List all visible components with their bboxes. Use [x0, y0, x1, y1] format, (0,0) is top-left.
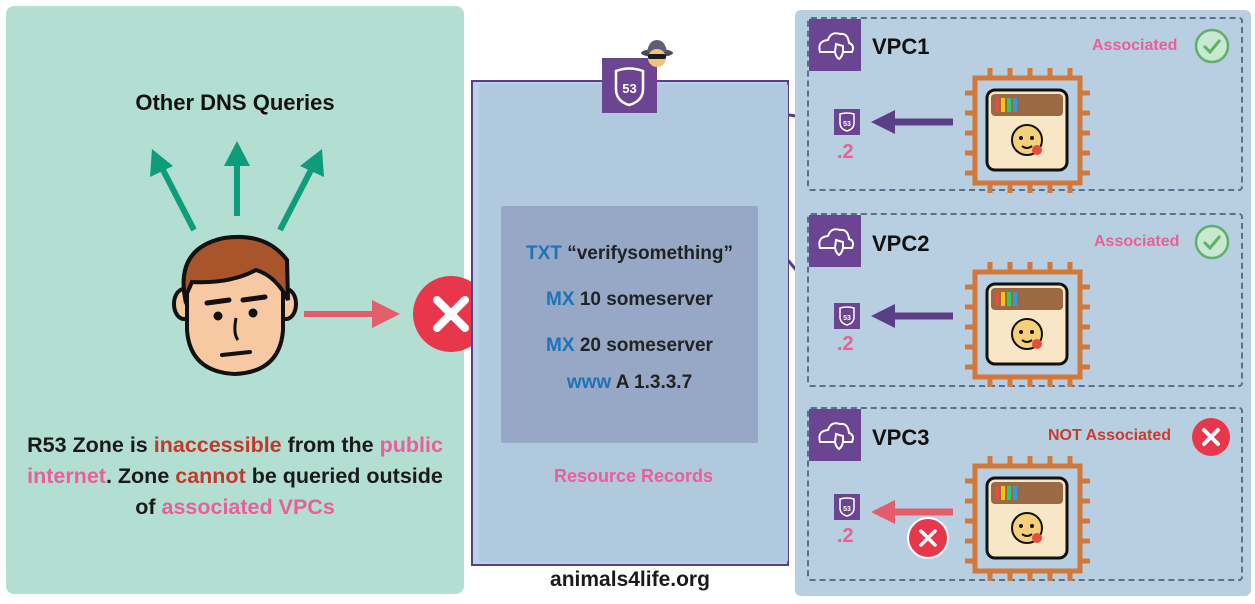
other-dns-queries-heading: Other DNS Queries: [135, 90, 335, 115]
ec2-chip-icon: [965, 456, 1090, 581]
caption-part: . Zone: [105, 464, 176, 488]
record-type: MX: [546, 335, 575, 356]
record-mx-10: MX 10 someserver: [501, 289, 758, 311]
resource-records-label: Resource Records: [553, 466, 714, 486]
record-www-a: www A 1.3.3.7: [501, 372, 758, 394]
instance-query-arrow: [871, 304, 953, 328]
x-circle-icon: [1192, 418, 1230, 456]
record-txt: TXT “verifysomething”: [501, 243, 758, 265]
vpc1-status: Associated: [1092, 37, 1178, 54]
vpc-cloud-shield-icon: [809, 409, 861, 461]
vpc3-name: VPC3: [872, 425, 930, 450]
vpc-cloud-glyph: [818, 32, 854, 61]
ec2-chip-icon: [965, 68, 1090, 193]
route53-badge-text: 53: [622, 81, 636, 96]
caption-part-inaccessible: inaccessible: [153, 433, 282, 457]
vpc2-resolver-ip: .2: [837, 333, 854, 355]
vpc1-name: VPC1: [872, 34, 930, 59]
record-value: A 1.3.3.7: [615, 372, 693, 393]
route53-shield-glyph: 53: [614, 67, 645, 107]
caption-part-cannot: cannot: [175, 464, 246, 488]
small-x-circle-icon: [907, 517, 949, 559]
record-value: 10 someserver: [579, 289, 713, 310]
vpc-cloud-glyph: [818, 422, 854, 451]
deny-x-icon: [413, 276, 489, 352]
route53-icon: 53: [602, 58, 657, 113]
vpc2-name: VPC2: [872, 231, 930, 256]
vpc1-box: [807, 17, 1243, 191]
resolver-route53-icon: 53: [834, 303, 860, 329]
zone-accessibility-caption: R53 Zone is inaccessible from the public…: [20, 430, 450, 523]
check-circle-icon: [1194, 224, 1230, 260]
record-type: www: [566, 372, 612, 393]
caption-part-associated-vpcs: associated VPCs: [161, 495, 335, 519]
vpc-internals-graphics: [871, 68, 1090, 581]
resource-records-box: [501, 206, 758, 443]
ec2-chip-icon: [965, 262, 1090, 387]
vpc1-resolver-ip: .2: [837, 141, 854, 163]
resolver-badge-text: 53: [843, 315, 851, 322]
caption-part: from the: [281, 433, 380, 457]
vpc3-box: [807, 407, 1243, 581]
caption-part-public-internet: public internet: [27, 433, 443, 488]
domain-footer: animals4life.org: [550, 568, 710, 591]
spy-icon: [641, 40, 673, 67]
vpc2-status: Associated: [1094, 233, 1180, 250]
resolver-badge-text: 53: [843, 506, 851, 513]
resolver-shield-glyph: 53: [839, 497, 855, 517]
caption-part: be queried outside of: [135, 464, 443, 519]
record-type: TXT: [526, 243, 562, 264]
vpc-cloud-shield-icon: [809, 19, 861, 71]
record-value: “verifysomething”: [567, 243, 733, 264]
caption-part: R53 Zone is: [27, 433, 154, 457]
resolver-shield-glyph: 53: [839, 306, 855, 326]
resolver-route53-icon: 53: [834, 494, 860, 520]
person-face-icon: [172, 235, 298, 377]
instance-query-arrow: [871, 110, 953, 134]
resolver-shield-glyph: 53: [839, 112, 855, 132]
record-mx-20: MX 20 someserver: [501, 335, 758, 357]
check-circle-icon: [1194, 28, 1230, 64]
instance-query-arrow-failed: [871, 500, 953, 524]
record-value: 20 someserver: [579, 335, 713, 356]
outbound-query-arrows: [150, 141, 324, 232]
resolver-badge-text: 53: [843, 121, 851, 128]
vpc3-status: NOT Associated: [1048, 427, 1171, 444]
vpc2-box: [807, 213, 1243, 387]
vpc-cloud-glyph: [818, 228, 854, 257]
resolver-route53-icon: 53: [834, 109, 860, 135]
vpc-cloud-shield-icon: [809, 215, 861, 267]
vpc3-resolver-ip: .2: [837, 525, 854, 547]
record-type: MX: [546, 289, 575, 310]
blocked-query-arrow: [304, 300, 400, 328]
